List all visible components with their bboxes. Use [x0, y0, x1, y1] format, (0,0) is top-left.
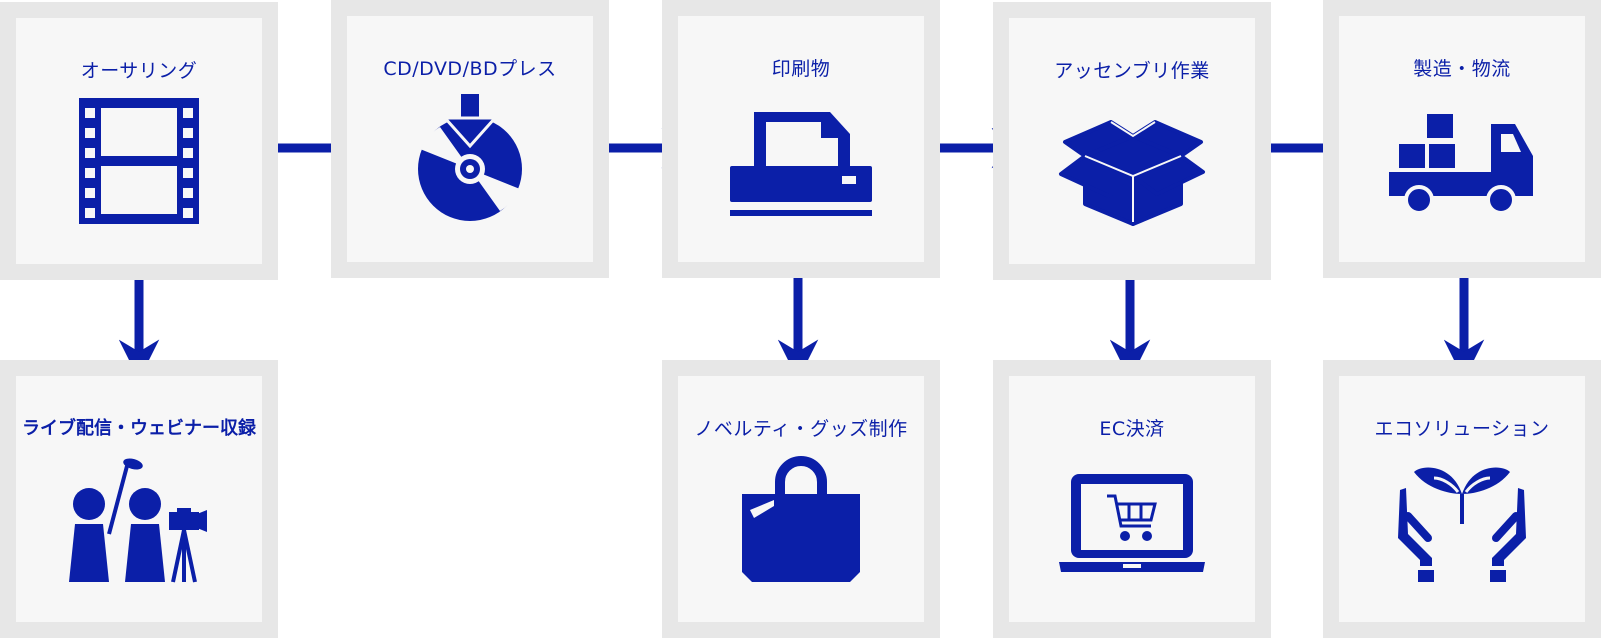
node-logistics: 製造・物流: [1323, 0, 1601, 278]
node-press: CD/DVD/BDプレス: [331, 0, 609, 278]
tote-bag-icon: [742, 456, 860, 582]
film-strip-icon: [79, 98, 199, 224]
node-ec: EC決済: [993, 360, 1271, 638]
node-print-label: 印刷物: [771, 58, 831, 80]
delivery-truck-icon: [1389, 114, 1533, 215]
node-novelty-label: ノベルティ・グッズ制作: [694, 418, 908, 440]
node-ec-label: EC決済: [1099, 418, 1165, 440]
node-eco: エコソリューション: [1323, 360, 1601, 638]
disc-download-icon: [418, 94, 522, 221]
node-live: ライブ配信・ウェビナー収録: [0, 360, 278, 638]
node-live-label: ライブ配信・ウェビナー収録: [22, 418, 256, 439]
hands-sprout-icon: [1398, 467, 1526, 582]
node-print: 印刷物: [662, 0, 940, 278]
node-novelty: ノベルティ・グッズ制作: [662, 360, 940, 638]
node-eco-label: エコソリューション: [1374, 418, 1550, 440]
node-logistics-label: 製造・物流: [1413, 58, 1511, 80]
node-authoring-label: オーサリング: [80, 60, 198, 82]
open-box-icon: [1059, 120, 1205, 226]
node-assembly-label: アッセンブリ作業: [1054, 60, 1210, 82]
node-assembly: アッセンブリ作業: [993, 2, 1271, 280]
camera-crew-icon: [69, 458, 207, 583]
node-press-label: CD/DVD/BDプレス: [383, 58, 557, 80]
laptop-cart-icon: [1059, 474, 1205, 572]
printer-icon: [730, 112, 872, 216]
node-authoring: オーサリング: [0, 2, 278, 280]
